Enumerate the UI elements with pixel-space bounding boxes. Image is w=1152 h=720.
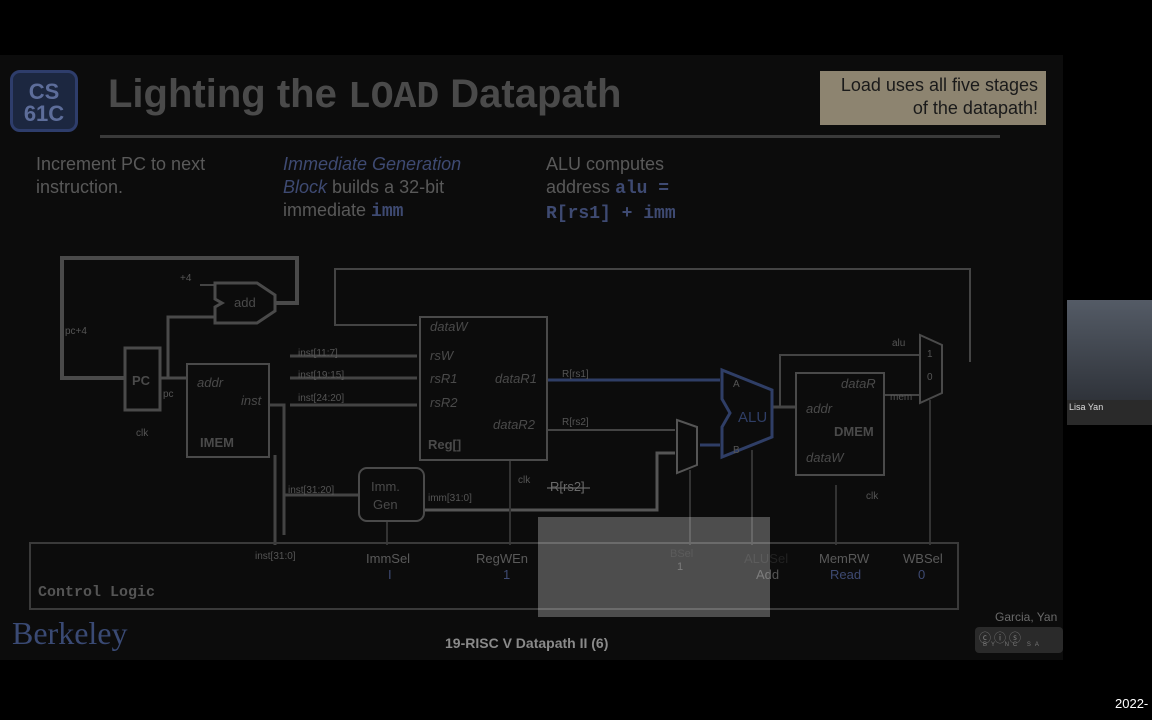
inst-24-20-label: inst[24:20] [298, 393, 344, 404]
r-rs2-b-label: R[rs2] [550, 479, 585, 494]
pc-clk-label: clk [136, 428, 149, 439]
regwen-name: RegWEn [476, 551, 528, 566]
dmem-label: DMEM [834, 424, 874, 439]
imem-inst-label: inst [241, 393, 263, 408]
bsel-value: 1 [677, 561, 683, 573]
dataw-label: dataW [430, 319, 469, 334]
alu-a-label: A [733, 379, 740, 390]
mux-1-label: 1 [927, 349, 933, 360]
dmem-clk-label: clk [866, 491, 879, 502]
imm-gen-label-2: Gen [373, 497, 398, 512]
imm-gen-block [358, 467, 425, 522]
imem-block [186, 363, 270, 458]
inst-bus [268, 403, 286, 535]
cc-license-icon: ⓒⓘⓢ BY NC SA [975, 627, 1063, 653]
inst-11-7-label: inst[11:7] [298, 348, 338, 359]
imem-label: IMEM [200, 435, 234, 450]
rsr2-label: rsR2 [430, 395, 458, 410]
dmem-addr-label: addr [806, 401, 833, 416]
cs61c-logo: CS 61C [10, 70, 78, 132]
inst-31-20-label: inst[31:20] [288, 485, 334, 496]
alu-b-label: B [733, 445, 740, 456]
add-label: add [234, 295, 256, 310]
timestamp: 2022- [1115, 696, 1149, 711]
inst-field-wires [290, 354, 417, 407]
bsel-name: BSel [670, 548, 693, 560]
slide-title: Lighting the LOAD Datapath [108, 72, 622, 119]
pc-plus4-label: pc+4 [65, 326, 87, 337]
note-imm: Immediate Generation Block builds a 32-b… [283, 154, 462, 222]
spotlight-highlight [538, 517, 770, 617]
reg-clk-label: clk [518, 475, 531, 486]
webcam-video [1067, 300, 1152, 400]
rsr1-label: rsR1 [430, 371, 457, 386]
alusel-name: ALUSel [744, 551, 788, 566]
author-credit: Garcia, Yan [995, 610, 1058, 624]
memrw-value: Read [830, 567, 861, 582]
pc-to-add-wire [166, 315, 215, 378]
r-rs1-label: R[rs1] [562, 369, 589, 380]
imm-wire [425, 451, 675, 512]
regfile-block [419, 316, 548, 461]
r-rs2-label: R[rs2] [562, 417, 589, 428]
wbsel-name: WBSel [903, 551, 943, 566]
plus4-label: +4 [180, 273, 192, 284]
datar1-label: dataR1 [495, 371, 537, 386]
writeback-wire [334, 268, 971, 362]
bsel-mux [676, 418, 698, 475]
rsw-label: rsW [430, 348, 455, 363]
dmem-block [795, 372, 885, 476]
callout-box: Load uses all five stages of the datapat… [820, 71, 1046, 125]
lecture-footer: 19-RISC V Datapath II (6) [445, 635, 609, 651]
note-alu: ALU computes address alu = R[rs1] + imm [546, 154, 676, 224]
datar2-label: dataR2 [493, 417, 536, 432]
add-block [213, 281, 277, 325]
control-wires [386, 400, 931, 545]
dmem-dataw-label: dataW [806, 450, 845, 465]
slide: CS 61C Lighting the LOAD Datapath Load u… [0, 55, 1063, 660]
imem-addr-label: addr [197, 375, 224, 390]
memrw-name: MemRW [819, 551, 870, 566]
datapath-diagram: +4 pc+4 pc clk clk clk inst[11:7] inst[1… [29, 256, 971, 610]
imm-gen-label-1: Imm. [371, 479, 400, 494]
note-pc: Increment PC to next instruction. [36, 154, 206, 197]
control-logic-title: Control Logic [38, 584, 156, 601]
pc-label: PC [132, 373, 151, 388]
dmem-datar-label: dataR [841, 376, 876, 391]
mux-0-label: 0 [927, 372, 933, 383]
berkeley-logo: Berkeley [12, 615, 128, 651]
wbsel-value: 0 [918, 567, 925, 582]
inst-19-15-label: inst[19:15] [298, 370, 344, 381]
immsel-name: ImmSel [366, 551, 410, 566]
pc-plus4-wire [60, 256, 299, 380]
webcam-tile[interactable]: Lisa Yan [1067, 300, 1152, 425]
regwen-value: 1 [503, 567, 510, 582]
immsel-value: I [388, 567, 392, 582]
alu-label: ALU [738, 409, 767, 426]
title-rule [100, 135, 1000, 138]
webcam-name: Lisa Yan [1069, 402, 1104, 412]
alu-to-wb-wire [779, 354, 920, 407]
wbsel-mux [919, 333, 943, 405]
inst-31-0-label: inst[31:0] [255, 551, 296, 562]
alusel-value: Add [756, 567, 779, 582]
pc-out-label: pc [163, 389, 174, 400]
alu-in-label: alu [892, 338, 905, 349]
reg-label: Reg[] [428, 437, 461, 452]
imm-31-0-label: imm[31:0] [428, 493, 472, 504]
mem-in-label: mem [890, 392, 912, 403]
alu-block [720, 367, 774, 460]
control-logic-box [29, 542, 959, 610]
pc-register [123, 346, 162, 412]
